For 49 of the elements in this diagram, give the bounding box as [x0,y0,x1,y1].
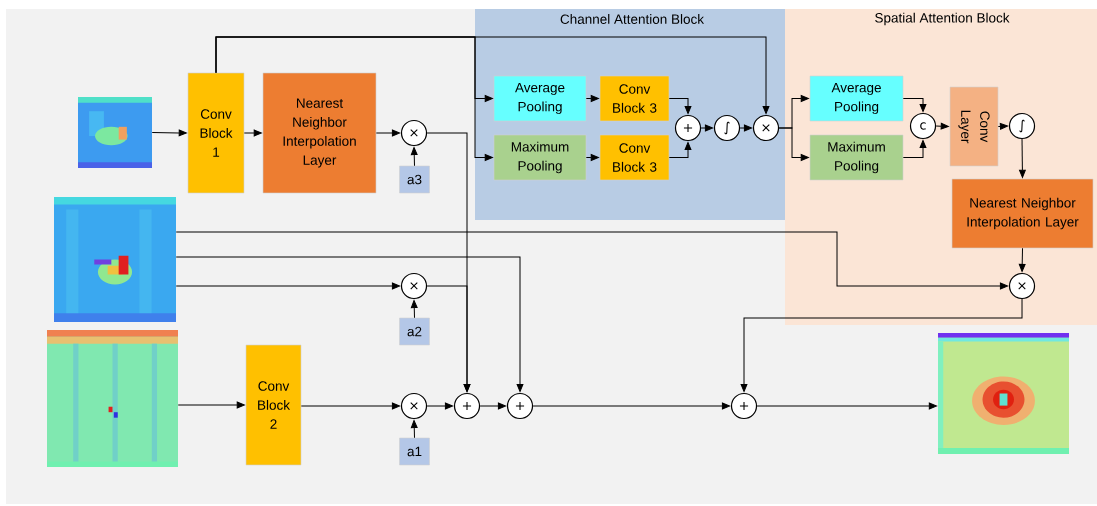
arrow [778,127,809,161]
pooling-box: Maximum Pooling [493,134,587,181]
picture [78,97,152,168]
pooling-box: Maximum Pooling [809,134,904,181]
arrow [700,124,714,132]
arrow [1019,138,1026,178]
arrow [585,154,599,161]
arrow [426,285,471,392]
arrow [740,298,1023,392]
picture [47,330,178,467]
conv-block: Conv Block 2 [245,344,302,466]
arrow [410,147,418,167]
arrow [997,123,1009,130]
arrow [300,402,400,410]
arrow [756,402,937,410]
weight-box: a1 [399,437,430,466]
conv-block: Conv Block 1 [187,72,245,194]
pooling-box: Average Pooling [809,75,904,122]
picture [54,197,176,322]
arrow [151,129,187,137]
arrow [375,129,400,137]
arrow [410,420,418,439]
arrow [935,122,949,130]
arrow [902,140,927,158]
arrow [410,300,418,319]
conv-block: Conv Block 3 [599,134,670,181]
arrow [426,402,454,410]
arrow [668,98,692,114]
conv-layer-box: Conv Layer [949,86,999,167]
interpolation-box: Nearest Neighbor Interpolation Layer [951,178,1094,249]
arrow [175,231,1009,290]
arrow [902,98,927,112]
picture [938,333,1069,454]
conv-block: Conv Block 3 [599,75,670,122]
interpolation-box: Nearest Neighbor Interpolation Layer [262,72,377,194]
arrow [175,256,524,392]
arrow [585,95,599,102]
arrow [243,129,262,137]
weight-box: a3 [399,165,430,194]
arrow [668,142,692,158]
arrow [532,402,731,410]
arrow [479,402,507,410]
arrow [177,401,245,409]
arrow [1018,247,1026,273]
arrow [215,36,493,161]
arrow [175,282,400,290]
arrow [739,124,753,132]
weight-box: a2 [399,317,430,346]
pooling-box: Average Pooling [493,75,587,122]
